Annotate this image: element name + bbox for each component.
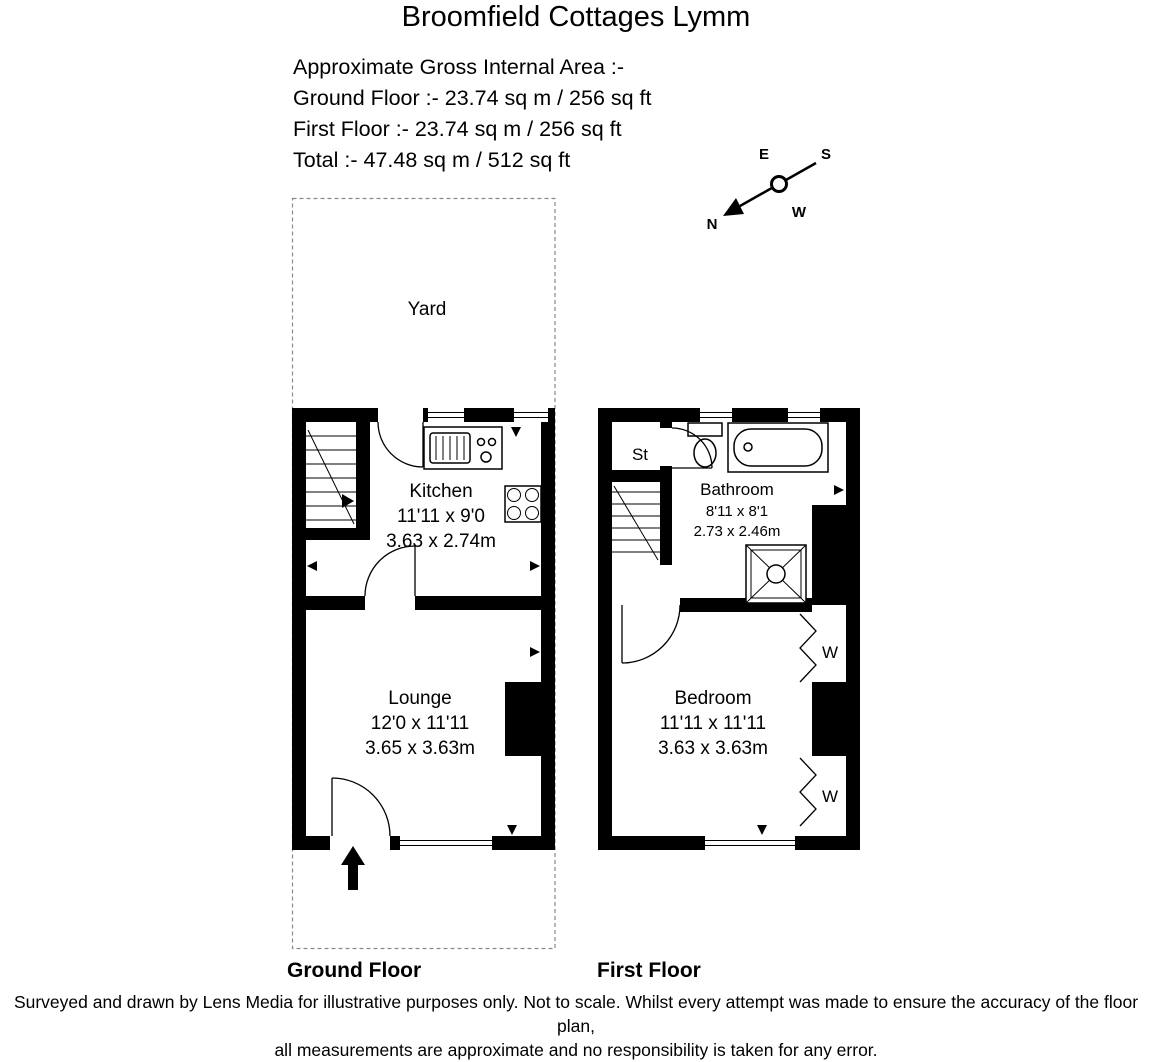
gf-kitchen-window-2 <box>514 408 548 422</box>
gf-front-door-opening <box>330 836 390 850</box>
wardrobe-top-label: W <box>822 643 838 662</box>
ff-chimney-breast <box>812 682 860 756</box>
yard-label: Yard <box>408 299 447 320</box>
measure-arrow <box>757 825 767 835</box>
compass-w-label: W <box>792 204 807 221</box>
kitchen-dims-metric: 3.63 x 2.74m <box>386 531 496 552</box>
bath-icon <box>727 422 829 473</box>
area-summary-total: Total :- 47.48 sq m / 512 sq ft <box>293 148 571 172</box>
stairs-icon <box>306 429 356 525</box>
ff-store-door-opening <box>660 428 672 466</box>
kitchen-label: Kitchen <box>409 481 472 502</box>
wardrobe-door-top-icon <box>799 613 817 683</box>
bathroom-label: Bathroom <box>700 480 774 499</box>
ff-floor-area <box>612 422 846 836</box>
gf-internal-door-arc <box>364 545 416 597</box>
area-summary-heading: Approximate Gross Internal Area :- <box>293 55 625 79</box>
gf-chimney-breast <box>505 682 555 756</box>
ground-floor-plan: Kitchen 11'11 x 9'0 3.63 x 2.74m Lounge … <box>292 408 555 890</box>
first-floor-caption: First Floor <box>597 959 701 982</box>
measure-arrow <box>834 485 844 495</box>
toilet-icon <box>687 422 723 468</box>
measure-arrow <box>530 561 540 571</box>
lounge-dims-metric: 3.65 x 3.63m <box>365 738 475 759</box>
area-summary-ground: Ground Floor :- 23.74 sq m / 256 sq ft <box>293 86 652 110</box>
gf-kitchen-door-opening <box>378 408 423 422</box>
ff-bedroom-window <box>705 836 795 850</box>
compass-icon: N E S W <box>707 146 831 233</box>
ff-store-door-arc <box>671 427 713 469</box>
gf-stair-wall-horizontal <box>306 528 370 540</box>
area-summary-first: First Floor :- 23.74 sq m / 256 sq ft <box>293 117 622 141</box>
measure-arrow <box>307 561 317 571</box>
compass-s-label: S <box>821 146 831 163</box>
disclaimer-line-1: Surveyed and drawn by Lens Media for ill… <box>13 992 1139 1036</box>
stairs-icon <box>612 485 660 561</box>
gf-stair-wall-vertical <box>356 422 370 540</box>
page-title: Broomfield Cottages Lymm <box>401 1 751 33</box>
measure-arrow <box>511 427 521 437</box>
measure-arrow <box>530 647 540 657</box>
lounge-label: Lounge <box>388 688 451 709</box>
hob-icon <box>504 485 542 523</box>
ff-store-wall <box>612 470 660 482</box>
area-summary: Approximate Gross Internal Area :- Groun… <box>293 52 652 176</box>
store-label: St <box>632 445 648 464</box>
lounge-dims-imperial: 12'0 x 11'11 <box>371 713 469 734</box>
bathroom-dims-imperial: 8'11 x 8'1 <box>706 503 768 520</box>
ff-bedroom-door-arc <box>621 604 681 664</box>
gf-internal-door-opening <box>365 596 415 610</box>
bedroom-dims-imperial: 11'11 x 11'11 <box>660 713 766 734</box>
kitchen-dims-imperial: 11'11 x 9'0 <box>397 506 485 527</box>
floor-plan-drawing: N E S W Yard <box>291 146 860 950</box>
sink-icon <box>423 426 503 470</box>
ff-bathroom-window-2 <box>788 408 820 422</box>
disclaimer-line-2: all measurements are approximate and no … <box>274 1040 878 1060</box>
measure-arrow <box>507 825 517 835</box>
ff-bathroom-window <box>700 408 732 422</box>
shower-icon <box>745 544 807 604</box>
bedroom-dims-metric: 3.63 x 3.63m <box>658 738 768 759</box>
gf-lounge-window <box>400 836 492 850</box>
gf-kitchen-lounge-wall <box>306 596 541 610</box>
gf-front-door-arc <box>331 777 391 837</box>
ground-floor-caption: Ground Floor <box>287 959 422 982</box>
compass-north-arrowhead <box>723 198 744 216</box>
bedroom-label: Bedroom <box>674 688 751 709</box>
compass-hub <box>770 175 788 193</box>
gf-kitchen-window <box>428 408 464 422</box>
ff-duct-block <box>812 505 860 605</box>
stair-direction-arrow <box>342 494 354 508</box>
entrance-arrow-icon <box>341 846 365 890</box>
wardrobe-door-bottom-icon <box>799 757 817 827</box>
disclaimer: Surveyed and drawn by Lens Media for ill… <box>0 990 1152 1062</box>
bathroom-dims-metric: 2.73 x 2.46m <box>694 523 781 540</box>
wardrobe-bottom-label: W <box>822 787 838 806</box>
compass-n-label: N <box>707 216 718 233</box>
first-floor-plan: St Bathroom 8'11 x 8'1 2.73 x 2.46m Bedr… <box>598 408 860 850</box>
gf-kitchen-door-arc <box>377 421 424 468</box>
compass-e-label: E <box>759 146 769 163</box>
gf-floor-area <box>306 422 541 836</box>
